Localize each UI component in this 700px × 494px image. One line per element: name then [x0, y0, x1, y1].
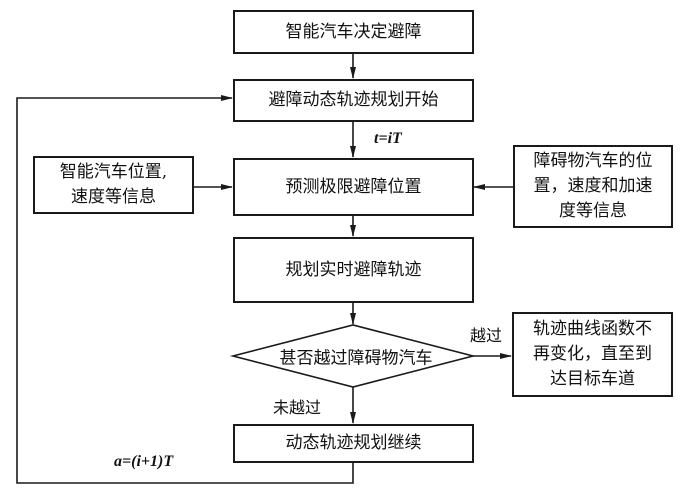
node-text: 避障动态轨迹规划开始 — [268, 90, 439, 110]
edge-continue-loop-to-start — [16, 95, 354, 484]
node-text-line: 速度等信息 — [71, 187, 156, 207]
node-text: 规划实时避障轨迹 — [285, 259, 422, 280]
node-decide-avoidance: 智能汽车决定避障 — [233, 10, 474, 54]
node-self-vehicle-info: 智能汽车位置, 速度等信息 — [33, 156, 194, 214]
node-trajectory-done: 轨迹曲线函数不 再变化，直至到 达目标车道 — [512, 312, 673, 397]
edge-label-not-passed: 未越过 — [273, 398, 322, 417]
node-plan-realtime-trajectory: 规划实时避障轨迹 — [233, 237, 474, 303]
node-text: 智能汽车决定避障 — [285, 21, 422, 42]
node-text: 动态轨迹规划继续 — [285, 433, 422, 453]
node-continue-planning: 动态轨迹规划继续 — [233, 424, 474, 463]
node-text-line: 障碍物汽车的位 — [533, 151, 653, 171]
edge-label-passed: 越过 — [470, 326, 503, 345]
node-predict-limit-position: 预测极限避障位置 — [233, 158, 474, 216]
node-text-line: 置，速度和加速 — [533, 176, 653, 196]
node-obstacle-vehicle-info: 障碍物汽车的位 置，速度和加速 度等信息 — [513, 145, 673, 228]
decision-diamond — [229, 324, 477, 388]
node-text-line: 再变化，直至到 — [533, 344, 652, 364]
node-text-line: 轨迹曲线函数不 — [533, 319, 652, 339]
node-text-line: 度等信息 — [559, 201, 627, 221]
node-text: 预测极限避障位置 — [285, 176, 422, 197]
decision-text: 甚否越过障碍物汽车 — [279, 348, 433, 369]
node-text-line: 达目标车道 — [550, 369, 635, 389]
node-trajectory-planning-start: 避障动态轨迹规划开始 — [233, 79, 474, 122]
edge-label-time-step: t=iT — [374, 130, 402, 147]
node-text-line: 智能汽车位置, — [59, 162, 168, 182]
edge-label-next-step: a=(i+1)T — [114, 453, 174, 470]
